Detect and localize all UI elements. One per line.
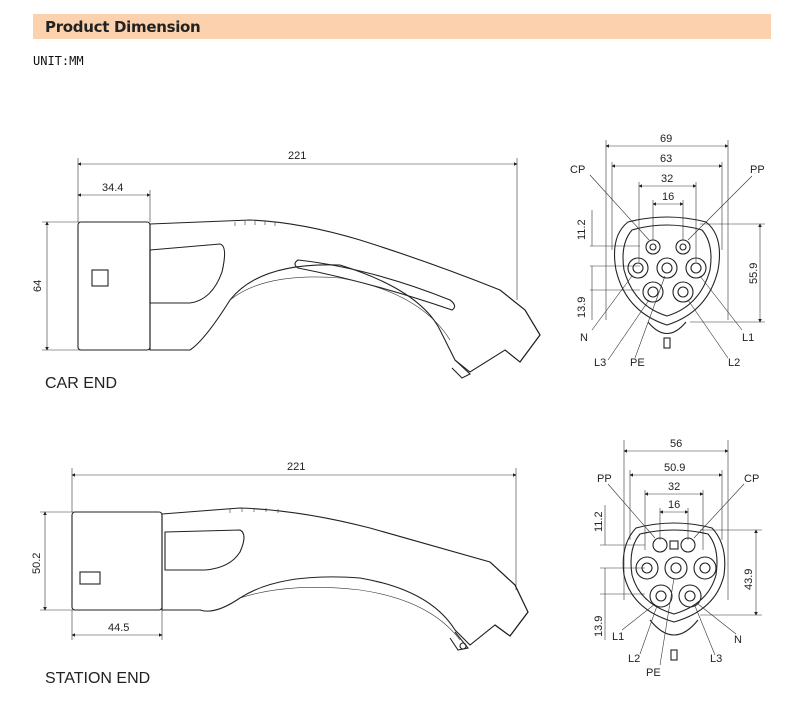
station-end-front-view: 56 50.9 32 16 11.2 13.9 43.9 PP xyxy=(593,438,762,679)
dim-pp-cp: 16 xyxy=(668,499,680,511)
section-header: Product Dimension xyxy=(33,14,771,39)
pin-label-cp: CP xyxy=(744,473,759,485)
dim-pin-spacing: 32 xyxy=(668,481,680,493)
pin-label-pe: PE xyxy=(630,357,645,369)
dim-pp-cp: 16 xyxy=(662,191,674,203)
dim-length: 221 xyxy=(288,150,306,162)
dim-height: 64 xyxy=(32,280,44,292)
dim-width-outer: 69 xyxy=(660,133,672,145)
dim-bottom-offset: 13.9 xyxy=(576,297,588,318)
car-end-side-view: 221 34.4 64 CAR END xyxy=(32,150,541,392)
station-end-side-view: 221 50.2 44.5 STATION END xyxy=(31,461,529,687)
unit-label: UNIT:MM xyxy=(33,54,84,68)
pin-label-pp: PP xyxy=(750,164,765,176)
dim-head-length: 34.4 xyxy=(102,182,123,194)
pin-label-pe: PE xyxy=(646,667,661,679)
pin-label-l2: L2 xyxy=(728,357,740,369)
caption-car-end: CAR END xyxy=(45,375,117,392)
caption-station-end: STATION END xyxy=(45,670,150,687)
dim-top-offset: 11.2 xyxy=(593,511,605,532)
pin-label-cp: CP xyxy=(570,164,585,176)
dim-length: 221 xyxy=(287,461,305,473)
dim-width-mid: 63 xyxy=(660,153,672,165)
dim-head-length: 44.5 xyxy=(108,622,129,634)
pin-label-n: N xyxy=(734,634,742,646)
dim-bottom-offset: 13.9 xyxy=(593,616,605,637)
dim-pin-spacing: 32 xyxy=(661,173,673,185)
dim-height: 50.2 xyxy=(31,553,43,574)
pin-label-l3: L3 xyxy=(710,653,722,665)
pin-label-l3: L3 xyxy=(594,357,606,369)
dim-top-offset: 11.2 xyxy=(576,219,588,240)
car-end-front-view: 69 63 32 16 11.2 13.9 55.9 CP xyxy=(570,133,765,369)
pin-label-l2: L2 xyxy=(628,653,640,665)
dim-height: 43.9 xyxy=(743,569,755,590)
pin-label-n: N xyxy=(580,332,588,344)
pin-label-pp: PP xyxy=(597,473,612,485)
pin-label-l1: L1 xyxy=(742,332,754,344)
section-title: Product Dimension xyxy=(45,18,201,36)
dim-width-outer: 56 xyxy=(670,438,682,450)
dim-height: 55.9 xyxy=(748,263,760,284)
pin-label-l1: L1 xyxy=(612,631,624,643)
dim-width-mid: 50.9 xyxy=(664,462,685,474)
